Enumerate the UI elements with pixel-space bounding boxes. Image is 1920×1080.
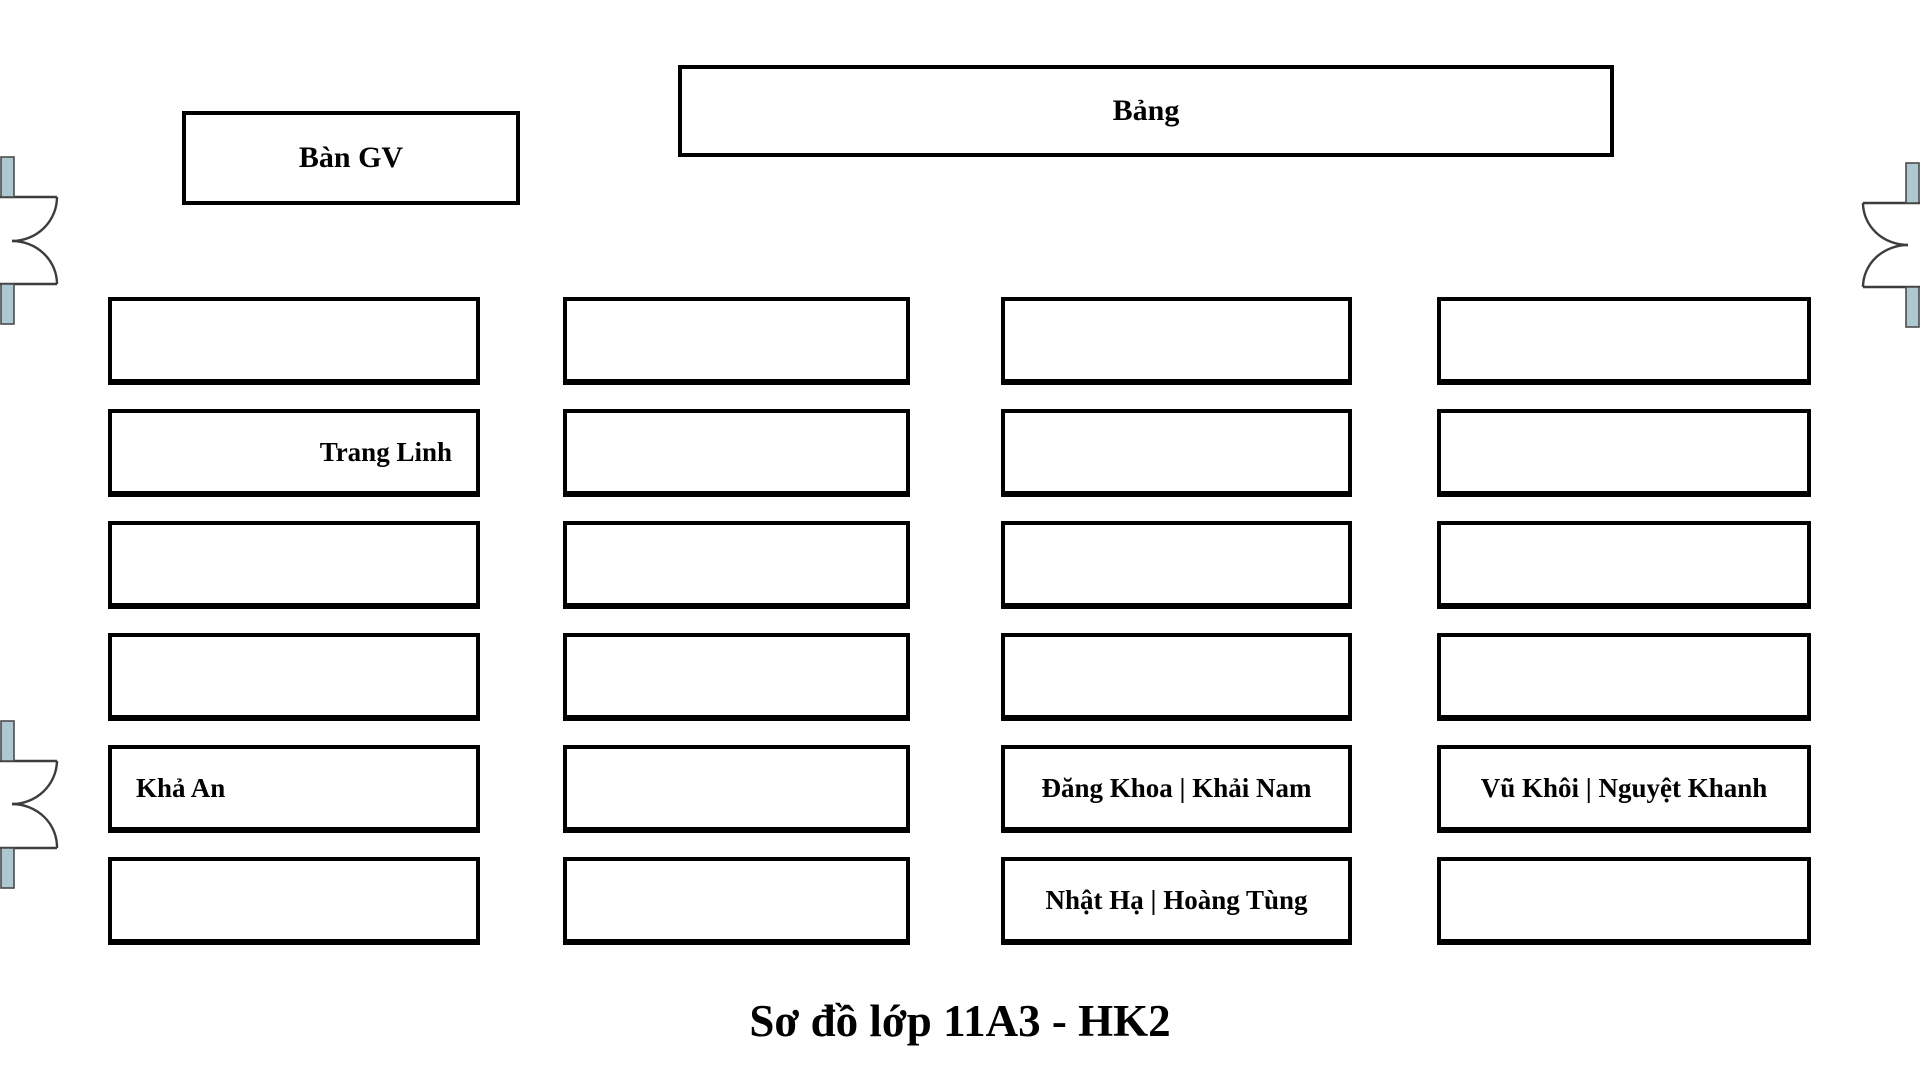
desk-r6c3: Nhật Hạ | Hoàng Tùng — [1001, 857, 1352, 945]
page-title: Sơ đồ lớp 11A3 - HK2 — [749, 996, 1171, 1046]
desk-r6c1 — [108, 857, 480, 945]
desk-r2c1: Trang Linh — [108, 409, 480, 497]
board-box: Bảng — [678, 65, 1614, 157]
desk-r5c1: Khả An — [108, 745, 480, 833]
desk-r1c2 — [563, 297, 910, 385]
desk-r5c4: Vũ Khôi | Nguyệt Khanh — [1437, 745, 1811, 833]
teacher-desk-box: Bàn GV — [182, 111, 520, 205]
desk-r4c3 — [1001, 633, 1352, 721]
desk-r4c2 — [563, 633, 910, 721]
door-icon — [1861, 162, 1920, 328]
desk-r2c3 — [1001, 409, 1352, 497]
desk-r4c4 — [1437, 633, 1811, 721]
teacher-desk-label: Bàn GV — [298, 141, 404, 174]
desk-r3c1 — [108, 521, 480, 609]
door-icon — [0, 720, 59, 889]
desk-r1c1 — [108, 297, 480, 385]
desk-r4c1 — [108, 633, 480, 721]
board-label: Bảng — [1112, 94, 1180, 127]
desk-r3c4 — [1437, 521, 1811, 609]
desk-r6c4 — [1437, 857, 1811, 945]
desk-r2c2 — [563, 409, 910, 497]
desk-r5c2 — [563, 745, 910, 833]
desk-r6c2 — [563, 857, 910, 945]
desk-r1c3 — [1001, 297, 1352, 385]
desk-r3c3 — [1001, 521, 1352, 609]
desk-r3c2 — [563, 521, 910, 609]
door-icon — [0, 156, 59, 325]
desk-r1c4 — [1437, 297, 1811, 385]
desk-r5c3: Đăng Khoa | Khải Nam — [1001, 745, 1352, 833]
desk-r2c4 — [1437, 409, 1811, 497]
